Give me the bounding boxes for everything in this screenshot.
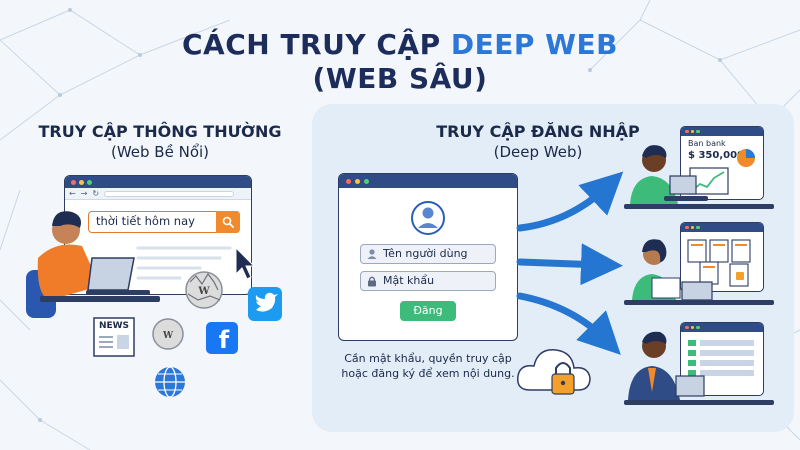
- left-heading: TRUY CẬP THÔNG THƯỜNG (Web Bề Nổi): [30, 122, 290, 162]
- access-note-line2: hoặc đăng ký để xem nội dung.: [341, 367, 515, 380]
- search-input[interactable]: thời tiết hôm nay: [88, 211, 240, 233]
- news-label: NEWS: [98, 321, 130, 331]
- svg-text:f: f: [219, 326, 230, 354]
- svg-text:W: W: [197, 286, 210, 297]
- access-note-line1: Cần mật khẩu, quyền truy cập: [344, 352, 512, 365]
- username-placeholder: Tên người dùng: [383, 247, 468, 260]
- browser-tab-bar: [65, 176, 251, 188]
- right-subheading: (Deep Web): [493, 143, 583, 161]
- login-window-bar: [339, 174, 517, 188]
- right-heading: TRUY CẬP ĐĂNG NHẬP (Deep Web): [418, 122, 658, 162]
- title-accent: DEEP WEB: [450, 28, 618, 61]
- title-line2: (WEB SÂU): [312, 62, 488, 95]
- back-icon[interactable]: ←: [69, 189, 76, 198]
- bank-label: Ban bank: [688, 139, 726, 148]
- password-field[interactable]: Mật khẩu: [360, 271, 496, 291]
- surface-web-browser: ← → ↻: [64, 175, 252, 295]
- left-heading-text: TRUY CẬP THÔNG THƯỜNG: [38, 122, 282, 141]
- browser-address-bar[interactable]: ← → ↻: [65, 188, 251, 200]
- search-button[interactable]: [216, 211, 240, 233]
- bank-balance: $ 350,000: [688, 150, 744, 161]
- search-icon: [222, 216, 234, 228]
- forward-icon[interactable]: →: [80, 189, 88, 198]
- left-subheading: (Web Bề Nổi): [110, 143, 210, 161]
- username-field[interactable]: Tên người dùng: [360, 244, 496, 264]
- lock-icon: [368, 276, 376, 287]
- login-button[interactable]: Đăng: [400, 301, 456, 321]
- right-heading-text: TRUY CẬP ĐĂNG NHẬP: [436, 122, 640, 141]
- access-note: Cần mật khẩu, quyền truy cập hoặc đăng k…: [334, 351, 522, 381]
- user-icon: [367, 249, 377, 259]
- password-placeholder: Mật khẩu: [383, 274, 435, 287]
- reload-icon[interactable]: ↻: [92, 189, 100, 198]
- title-prefix: CÁCH TRUY CẬP: [182, 28, 441, 61]
- svg-text:W: W: [162, 331, 174, 341]
- page-title: CÁCH TRUY CẬP DEEP WEB (WEB SÂU): [0, 28, 800, 96]
